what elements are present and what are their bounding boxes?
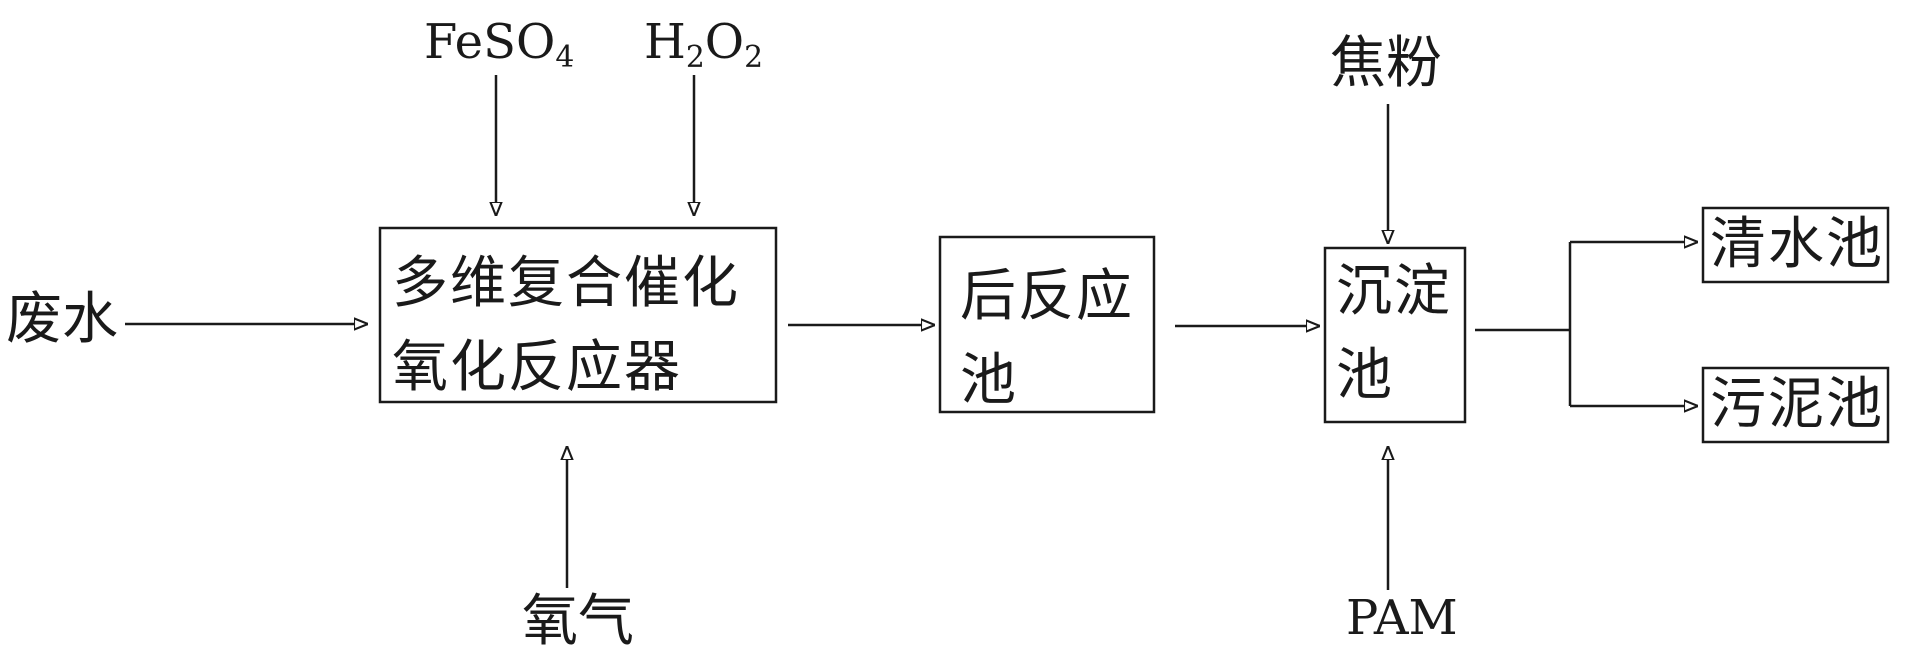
pam-label: PAM — [1346, 590, 1458, 646]
sludge-box — [1701, 366, 1890, 444]
reactor-text: 多维复合催化 氧化反应器 — [392, 242, 740, 410]
sedimentation-line-2: 池 — [1336, 343, 1394, 408]
post-reaction-line-1: 后反应 — [960, 264, 1134, 329]
coke-powder-label: 焦粉 — [1330, 31, 1442, 96]
clear-water-box — [1701, 206, 1890, 284]
reactor-line-1: 多维复合催化 — [392, 251, 740, 316]
feso4-base: FeSO — [424, 14, 556, 70]
post-reaction-box — [938, 235, 1156, 414]
h2o2-label: H2O2 — [644, 18, 763, 73]
wastewater-label: 废水 — [6, 287, 118, 352]
sedimentation-text: 沉淀 池 — [1336, 250, 1452, 418]
clear-water-text: 清水池 — [1710, 212, 1884, 277]
oxygen-label: 氧气 — [522, 589, 634, 654]
feso4-label: FeSO4 — [424, 18, 574, 73]
sludge-text: 污泥池 — [1710, 372, 1884, 437]
post-reaction-text: 后反应 池 — [960, 255, 1134, 423]
sedimentation-box — [1323, 246, 1467, 424]
h2o2-subscript-2: 2 — [744, 39, 764, 75]
feso4-subscript: 4 — [555, 39, 575, 75]
reactor-line-2: 氧化反应器 — [392, 335, 682, 400]
h2o2-h: H — [644, 14, 686, 70]
sedimentation-line-1: 沉淀 — [1336, 259, 1452, 324]
h2o2-subscript-1: 2 — [685, 39, 705, 75]
h2o2-o: O — [704, 14, 745, 70]
reactor-box — [378, 226, 778, 404]
post-reaction-line-2: 池 — [960, 348, 1018, 413]
